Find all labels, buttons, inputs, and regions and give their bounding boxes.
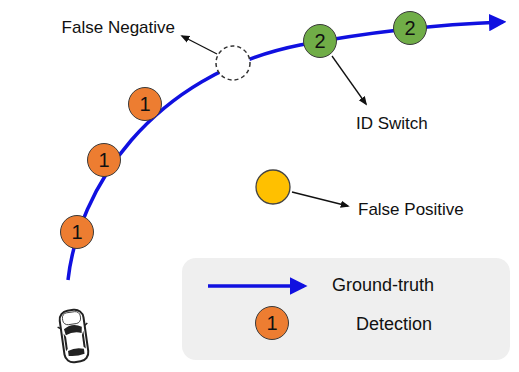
leader-arrow	[332, 56, 366, 104]
track-id: 1	[139, 94, 150, 114]
detection-circle: 2	[303, 24, 337, 58]
track-id: 2	[404, 18, 415, 38]
track-id: 1	[71, 222, 82, 242]
detection-circle: 2	[393, 11, 427, 45]
track-id: 1	[266, 313, 277, 333]
legend-detection-circle: 1	[255, 306, 289, 340]
legend-entry: Detection	[356, 315, 432, 335]
car-icon	[56, 308, 93, 364]
error-label: False Positive	[358, 201, 464, 220]
legend-line-sample	[208, 284, 304, 288]
error-label: False Negative	[62, 19, 175, 38]
legend-panel	[182, 258, 510, 360]
leader-arrow	[292, 192, 348, 206]
track-id: 1	[98, 150, 109, 170]
missed-detection	[216, 46, 250, 80]
ground-truth-trajectory	[68, 22, 503, 280]
leader-arrow	[182, 36, 217, 54]
detection-circle: 1	[87, 143, 121, 177]
detection-circle: 1	[128, 87, 162, 121]
error-label: ID Switch	[356, 115, 428, 134]
false-positive-detection	[256, 170, 290, 204]
track-id: 2	[314, 31, 325, 51]
detection-circle: 1	[60, 215, 94, 249]
legend-entry: Ground-truth	[332, 276, 434, 296]
